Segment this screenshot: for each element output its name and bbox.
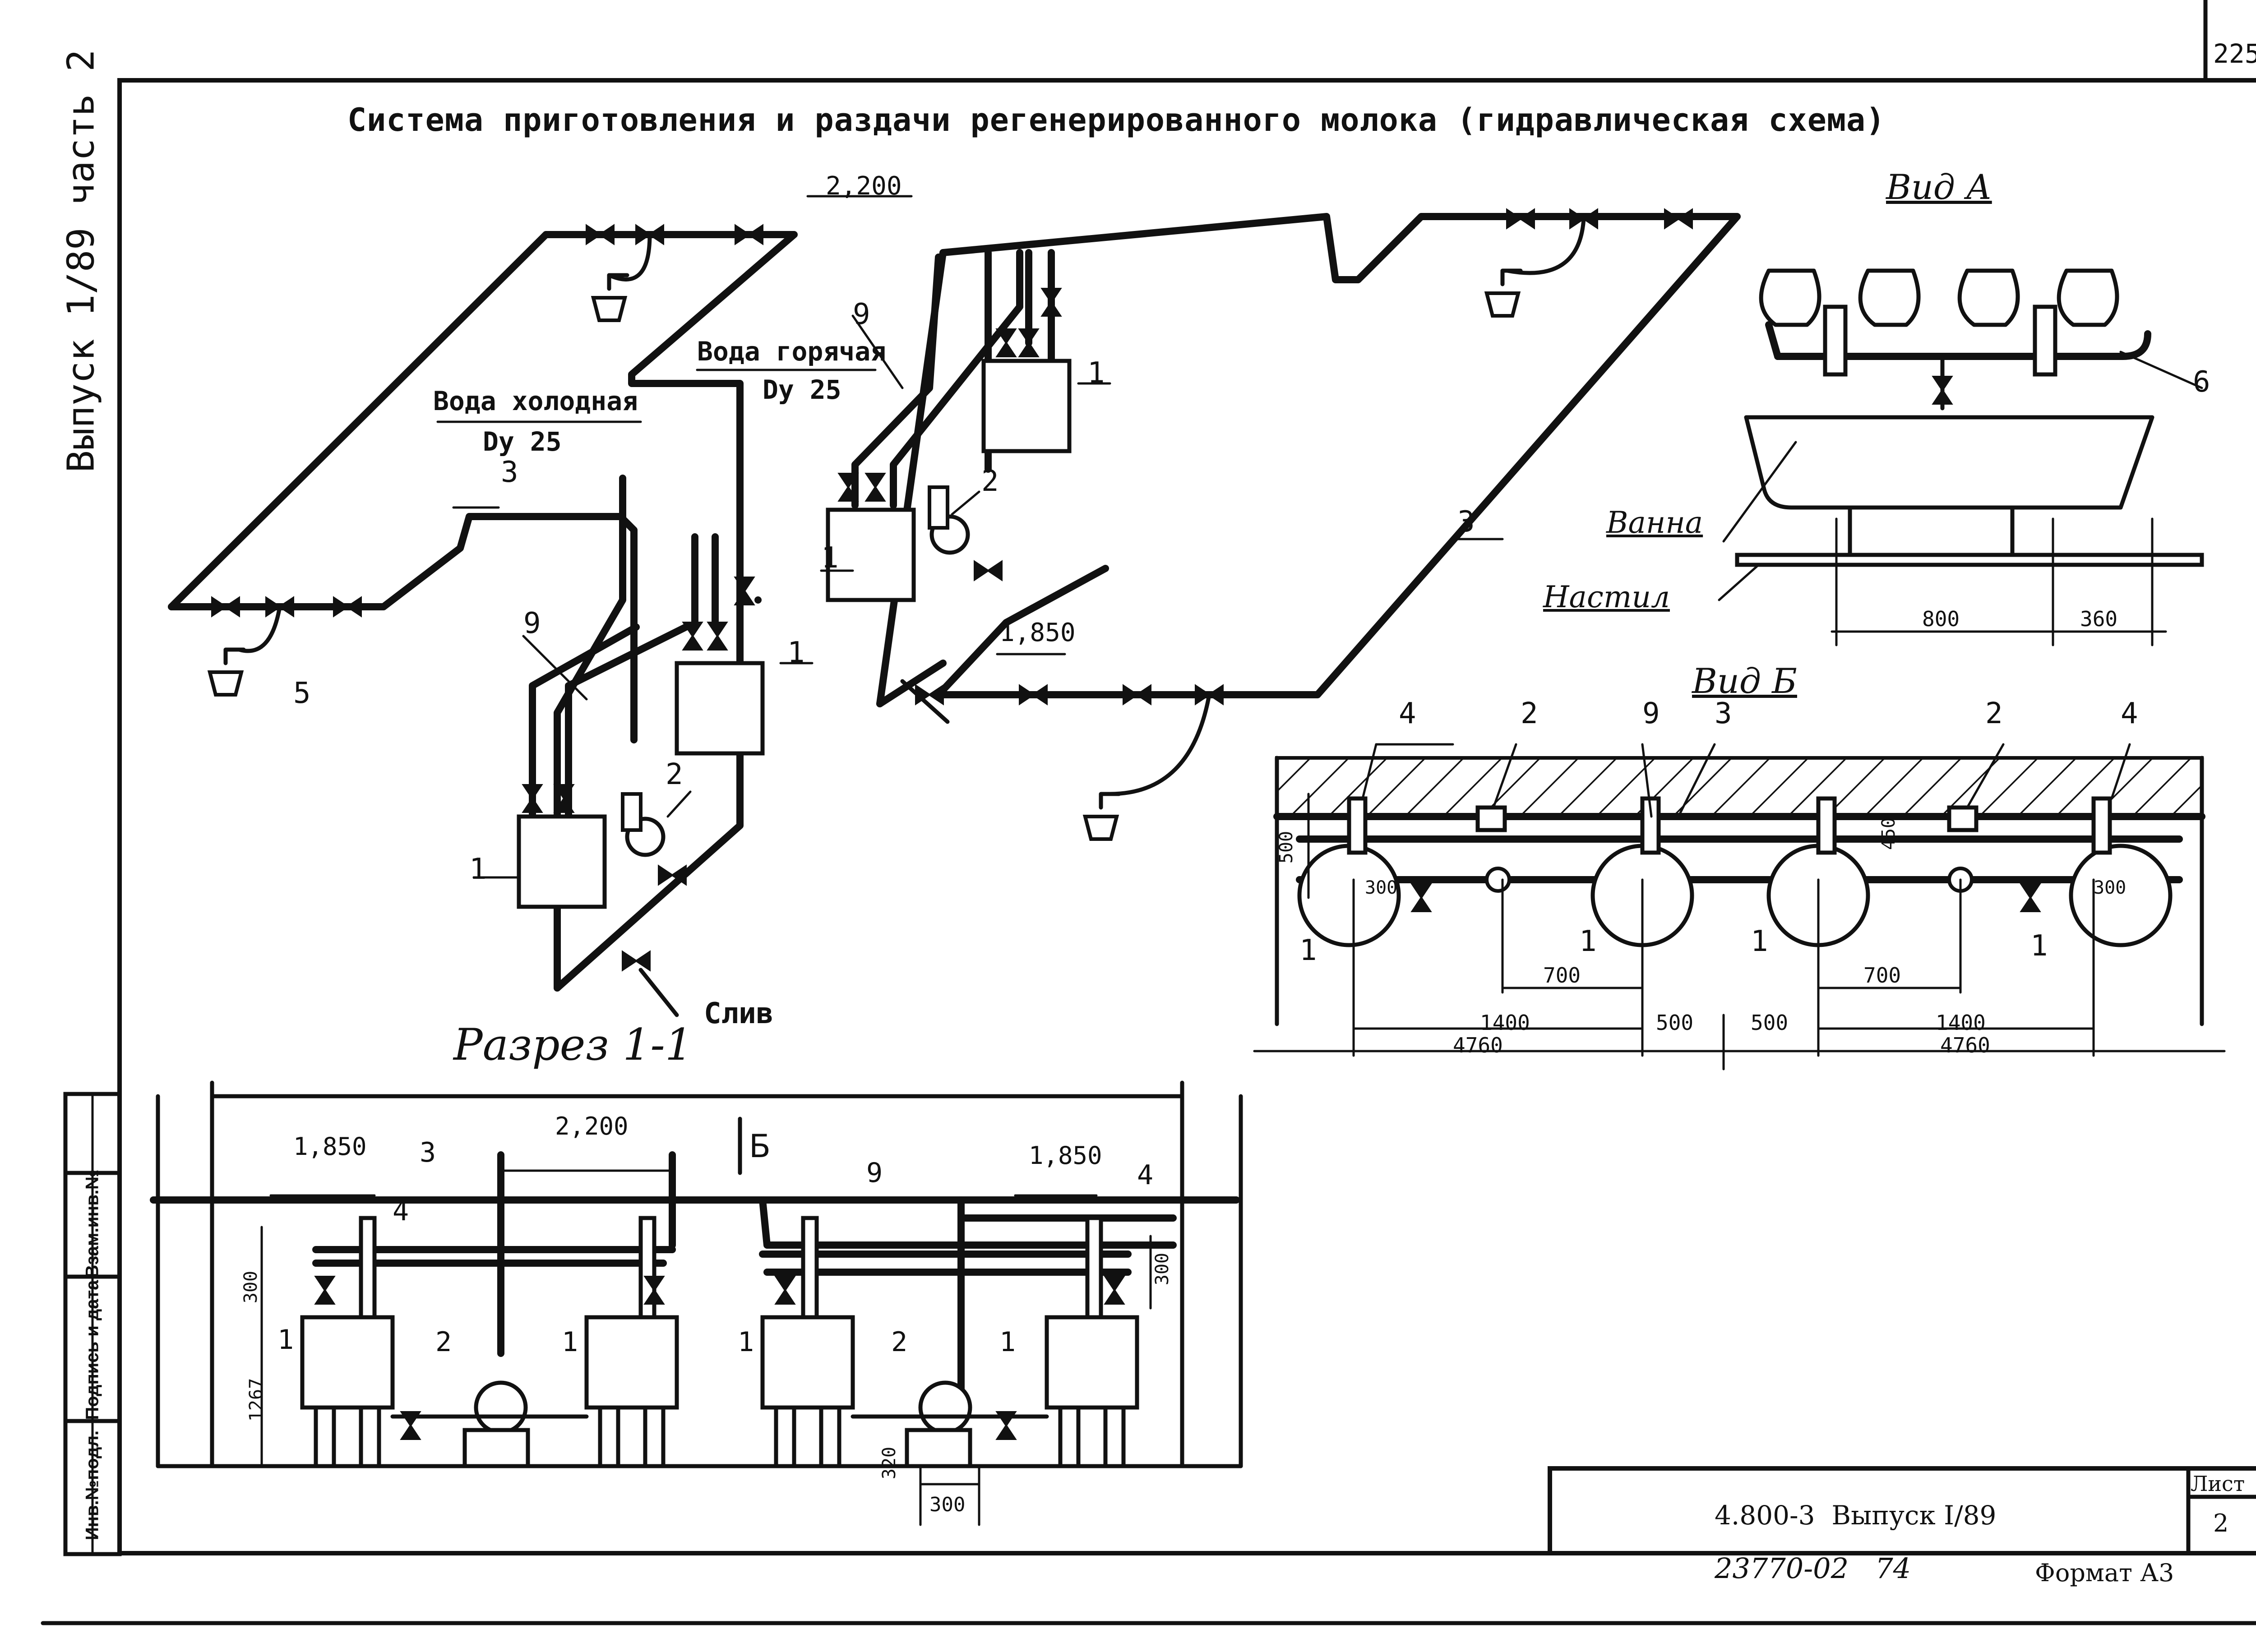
callout-9-right: 9: [853, 298, 870, 331]
dim-1400-b: 1400: [1936, 1011, 1986, 1035]
section-callout-1-a: 1: [277, 1324, 294, 1356]
format-label: Формат А3: [2035, 1559, 2174, 1587]
hot-water-dn: Dу 25: [763, 374, 841, 405]
drawing-title: Система приготовления и раздачи регенери…: [347, 102, 1886, 138]
view-a-title: Вид А: [1886, 167, 1992, 207]
section-el-1850-left: 1,850: [293, 1132, 367, 1161]
callout-3-left: 3: [501, 456, 518, 489]
section-dim-320: 320: [879, 1446, 900, 1480]
callout-3-right: 3: [1457, 505, 1475, 539]
view-b-graphic: [1253, 743, 2226, 1071]
callout-1-left-low: 1: [469, 853, 487, 886]
inventory-number: 23770-02 74: [1715, 1552, 1911, 1585]
viewb-callout-1-c: 1: [1751, 925, 1768, 958]
section-callout-1-b: 1: [562, 1326, 578, 1358]
viewb-callout-1-a: 1: [1299, 934, 1317, 967]
section-callout-3: 3: [420, 1137, 436, 1168]
section-callout-1-c: 1: [738, 1326, 754, 1358]
section-dim-300-left: 300: [240, 1270, 262, 1304]
viewb-callout-4-right: 4: [2121, 697, 2138, 730]
viewb-callout-1-d: 1: [2030, 929, 2048, 963]
side-series-label: Выпуск 1/89 часть 2: [60, 49, 103, 473]
section-1-1-graphic: [150, 1080, 1243, 1526]
elevation-1850: 1,850: [999, 618, 1076, 647]
view-a-graphic: [1718, 268, 2204, 646]
dim-500-a: 500: [1656, 1011, 1694, 1035]
dim-700-b: 700: [1863, 963, 1901, 988]
title-block: [1548, 1466, 2256, 1555]
viewb-callout-9: 9: [1642, 697, 1660, 730]
section-callout-2-a: 2: [435, 1326, 452, 1358]
iso-scheme-left: [168, 225, 798, 1017]
dim-300-a: 300: [1365, 877, 1398, 898]
elevation-2200: 2,200: [826, 171, 902, 201]
cold-water-dn: Dу 25: [483, 426, 562, 457]
doc-code: 4.800-3 Выпуск I/89: [1715, 1500, 1997, 1531]
viewb-callout-1-b: 1: [1579, 925, 1597, 958]
drain-label: Слив: [704, 997, 774, 1030]
strip-vzam-inv: Взам.инв.№: [82, 1169, 102, 1278]
section-arrow-label: Б: [749, 1128, 771, 1165]
sheet-frame: [117, 78, 2256, 1555]
section-callout-2-b: 2: [891, 1326, 908, 1358]
sheet-number: 225: [2213, 38, 2256, 69]
viewb-callout-4-left: 4: [1399, 697, 1416, 730]
section-title: Разрез 1-1: [453, 1020, 693, 1070]
dim-360: 360: [2080, 607, 2118, 631]
floor-label: Настил: [1543, 580, 1670, 614]
dim-4760-b: 4760: [1940, 1033, 1990, 1057]
viewb-callout-3: 3: [1715, 697, 1732, 730]
bath-label: Ванна: [1606, 505, 1703, 540]
section-el-1850-right: 1,850: [1029, 1141, 1102, 1170]
dim-500-b: 500: [1751, 1011, 1789, 1035]
viewb-callout-2-left: 2: [1521, 697, 1538, 730]
callout-2-right: 2: [981, 465, 999, 498]
cold-water-label: Вода холодная: [433, 386, 638, 416]
callout-6: 6: [2193, 365, 2210, 399]
section-el-2200: 2,200: [555, 1112, 629, 1140]
section-dim-300-right: 300: [1152, 1252, 1173, 1286]
section-callout-9: 9: [866, 1157, 883, 1189]
dim-800: 800: [1922, 607, 1960, 631]
dim-300-b: 300: [2094, 877, 2127, 898]
section-callout-1-d: 1: [999, 1326, 1016, 1358]
section-callout-4-left: 4: [393, 1195, 409, 1227]
sheet-value: 2: [2213, 1509, 2229, 1537]
dim-4760-a: 4760: [1453, 1033, 1503, 1057]
hot-water-label: Вода горячая: [697, 336, 887, 367]
dim-500-vert: 500: [1276, 831, 1297, 864]
iso-scheme-right: [828, 209, 1741, 839]
sheet-label: Лист: [2191, 1472, 2245, 1496]
dim-700-a: 700: [1543, 963, 1581, 988]
callout-2-left: 2: [666, 758, 683, 791]
callout-5: 5: [293, 677, 311, 710]
section-dim-300-bottom: 300: [929, 1493, 966, 1516]
dim-450-vert: 450: [1878, 817, 1900, 850]
callout-1-right-high: 1: [1087, 356, 1105, 390]
callout-1-left-high: 1: [787, 636, 805, 669]
viewb-callout-2-right: 2: [1985, 697, 2003, 730]
section-callout-4-right: 4: [1137, 1159, 1154, 1191]
callout-9-left: 9: [523, 607, 541, 640]
iso-leaders: [436, 195, 1504, 879]
callout-1-right-low: 1: [821, 541, 839, 575]
view-b-title: Вид Б: [1692, 661, 1797, 701]
section-dim-1267: 1267: [246, 1378, 267, 1422]
dim-1400-a: 1400: [1480, 1011, 1530, 1035]
